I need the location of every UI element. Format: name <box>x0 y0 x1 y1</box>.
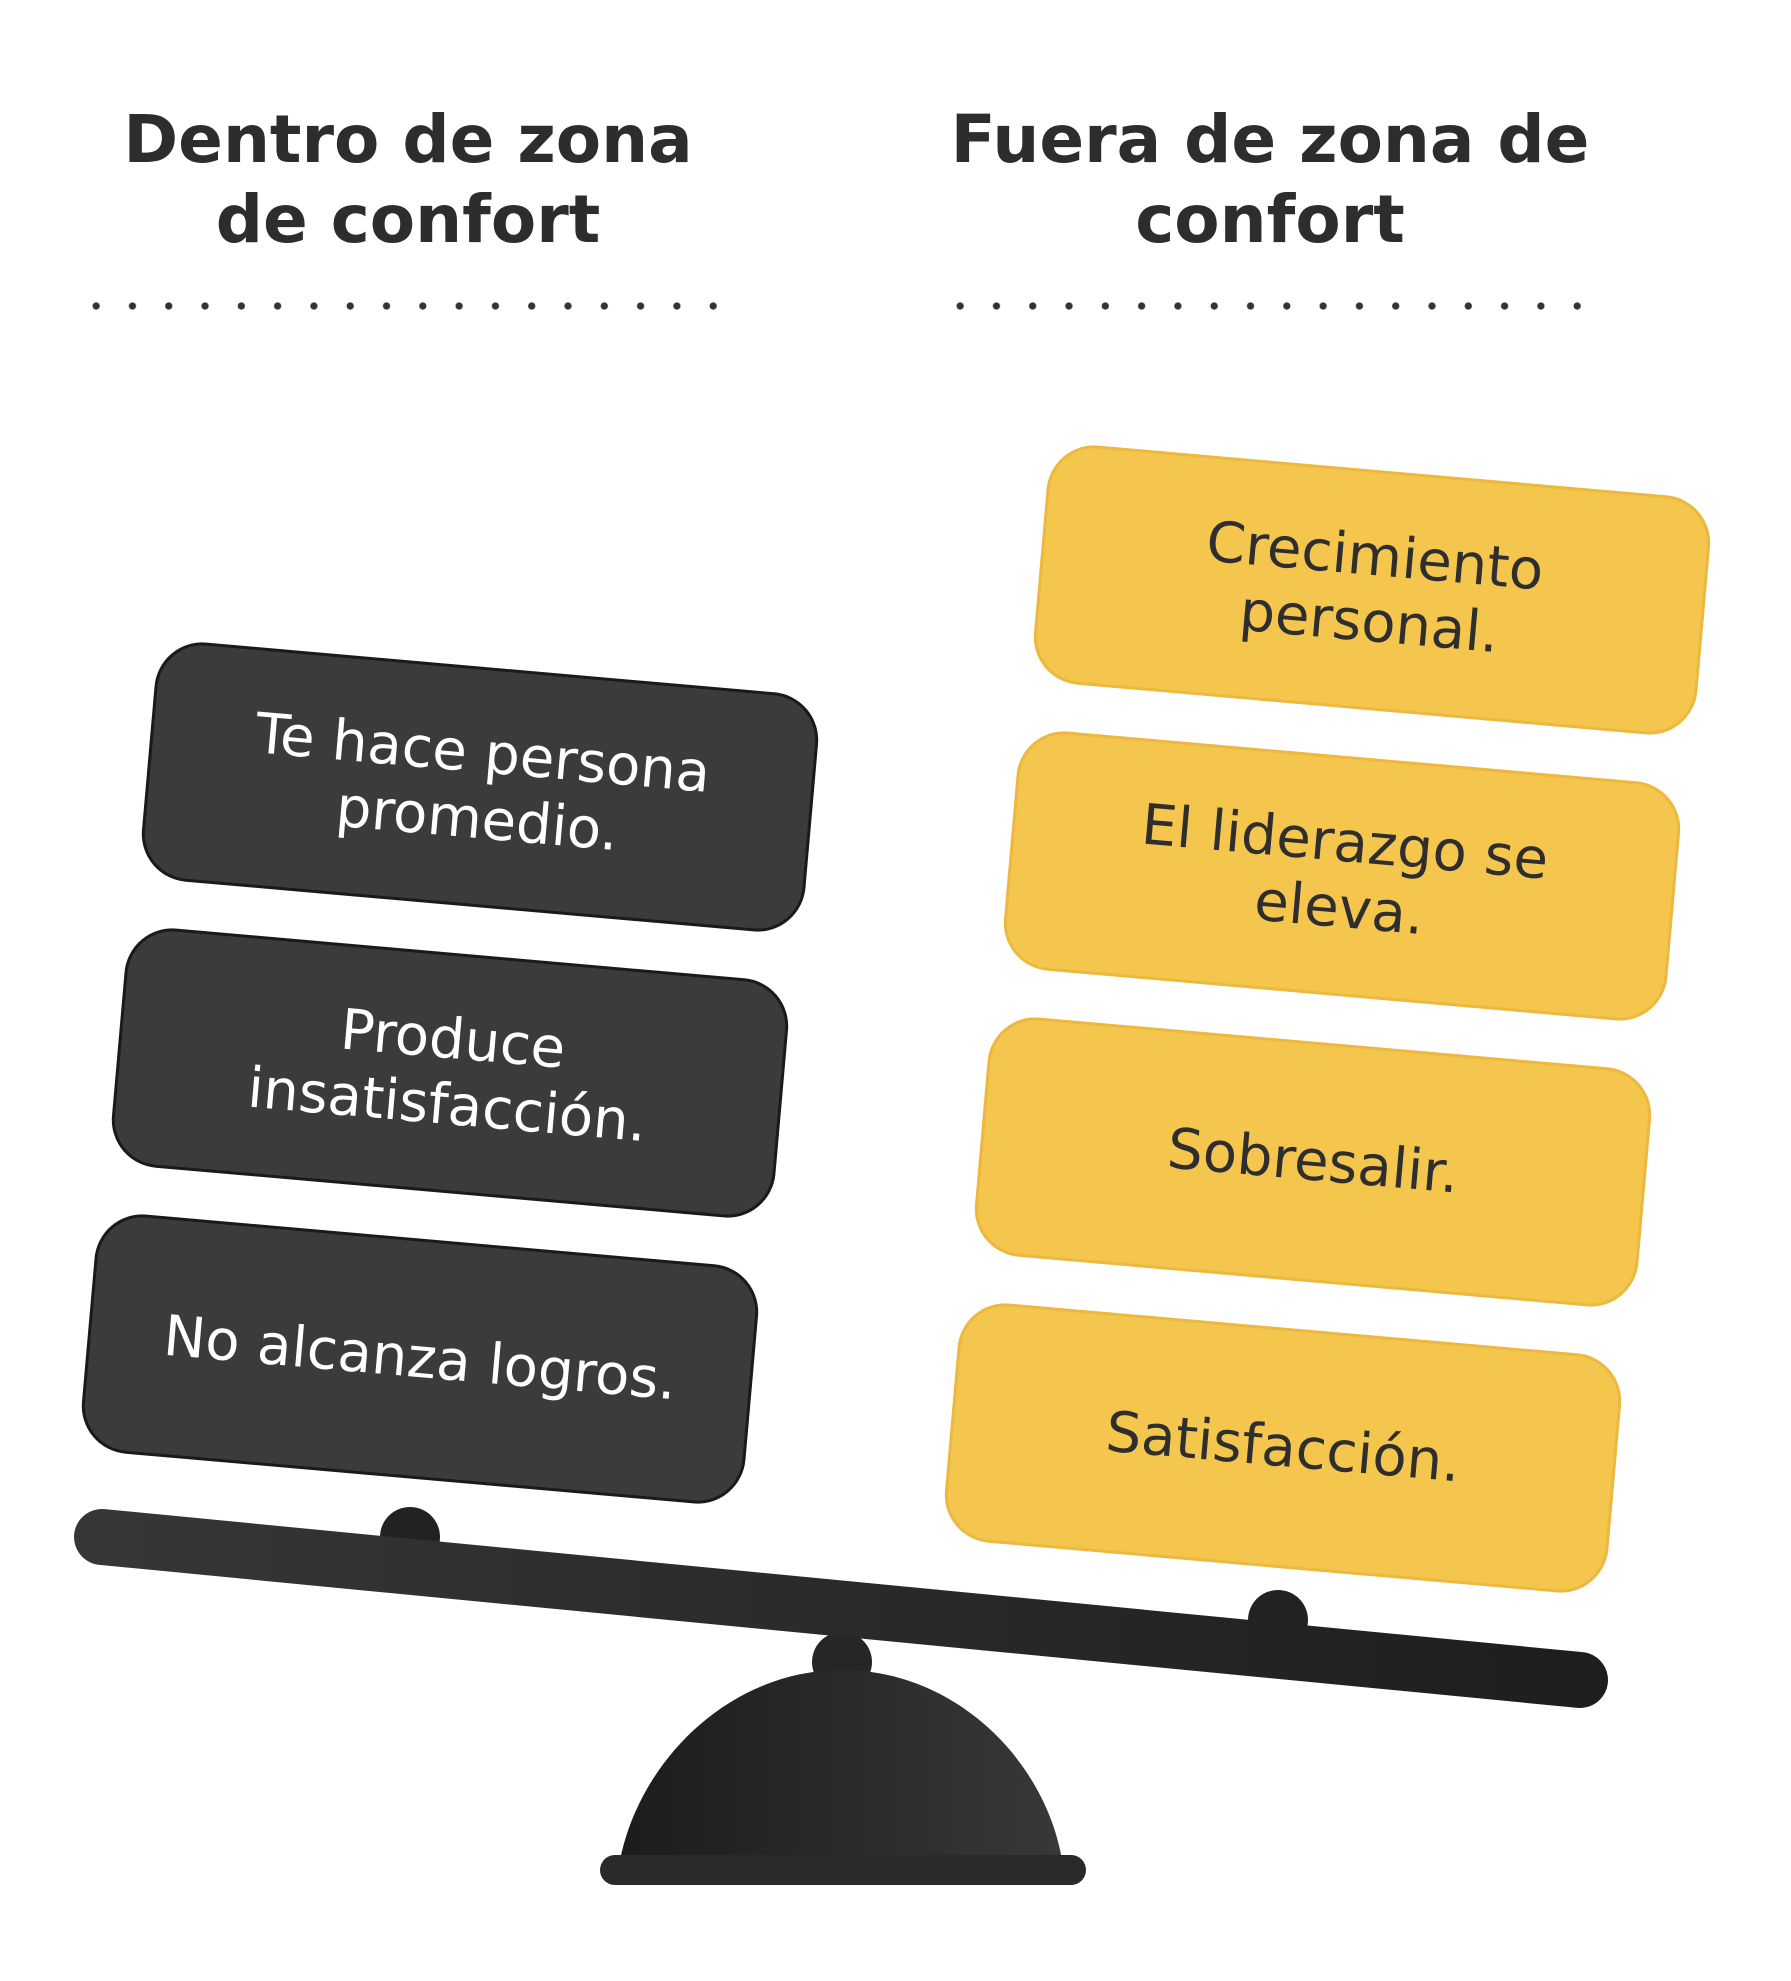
dotted-divider-right <box>942 302 1594 310</box>
card-text: Te hace persona promedio. <box>252 701 713 865</box>
heading-inside-comfort-zone: Dentro de zona de confort <box>123 101 693 258</box>
card-text: Sobresalir. <box>1164 1116 1462 1207</box>
card-text: El liderazgo se eleva. <box>1138 792 1551 949</box>
card-text: No alcanza logros. <box>161 1303 680 1414</box>
heading-outside-comfort-zone: Fuera de zona de confort <box>950 101 1590 258</box>
seesaw-base-plate <box>600 1855 1086 1885</box>
seesaw-beam <box>74 1509 1608 1708</box>
card-text: Satisfacción. <box>1103 1399 1463 1496</box>
dotted-divider-left <box>78 302 730 310</box>
card-text: Produce insatisfacción. <box>245 997 650 1156</box>
seesaw-base-dome <box>620 1670 1062 1860</box>
card-text: Crecimiento personal. <box>1203 509 1547 667</box>
